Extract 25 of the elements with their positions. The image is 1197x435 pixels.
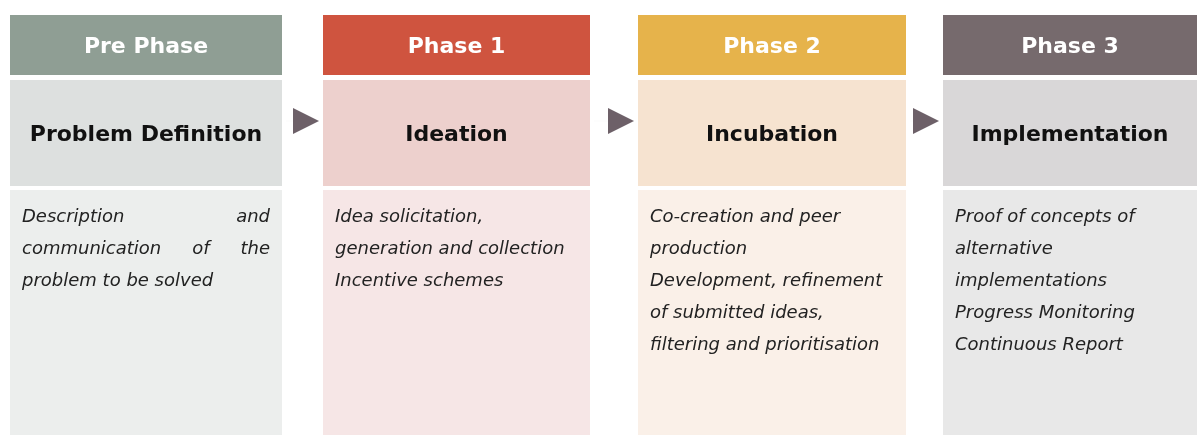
phase-label: Pre Phase: [83, 32, 209, 58]
phase-title-box: [10, 80, 282, 186]
phase-title: Problem Definition: [29, 120, 263, 146]
phase-title-box: [323, 80, 590, 186]
description-text: Continuous Report: [955, 332, 1125, 356]
phase-label: Phase 2: [723, 32, 821, 58]
phase-title: Incubation: [706, 120, 838, 146]
description-text: Incentive schemes: [335, 268, 505, 292]
phase-label: Phase 3: [1021, 32, 1119, 58]
phase-title: Implementation: [971, 120, 1169, 146]
phase-header: [943, 15, 1197, 75]
description-text: Development, refinement of submitted ideas, filtering and prioritisation: [650, 268, 884, 356]
description-text: Idea solicitation, generation and collection: [335, 204, 566, 260]
description-text: Progress Monitoring: [955, 300, 1136, 324]
phase-title: Ideation: [405, 120, 508, 146]
phase-title-box: [943, 80, 1197, 186]
description-text: Description and communication of the problem to be solved: [22, 204, 270, 292]
phase-label: Phase 1: [407, 32, 506, 58]
phase-header: [10, 15, 282, 75]
phase-header: [638, 15, 906, 75]
phase-header: [323, 15, 590, 75]
description-text: Co-creation and peer production: [650, 204, 842, 260]
phase-title-box: [638, 80, 906, 186]
phase-description-panel: [323, 190, 590, 435]
description-text: Proof of concepts of alternative implementations: [955, 204, 1138, 292]
